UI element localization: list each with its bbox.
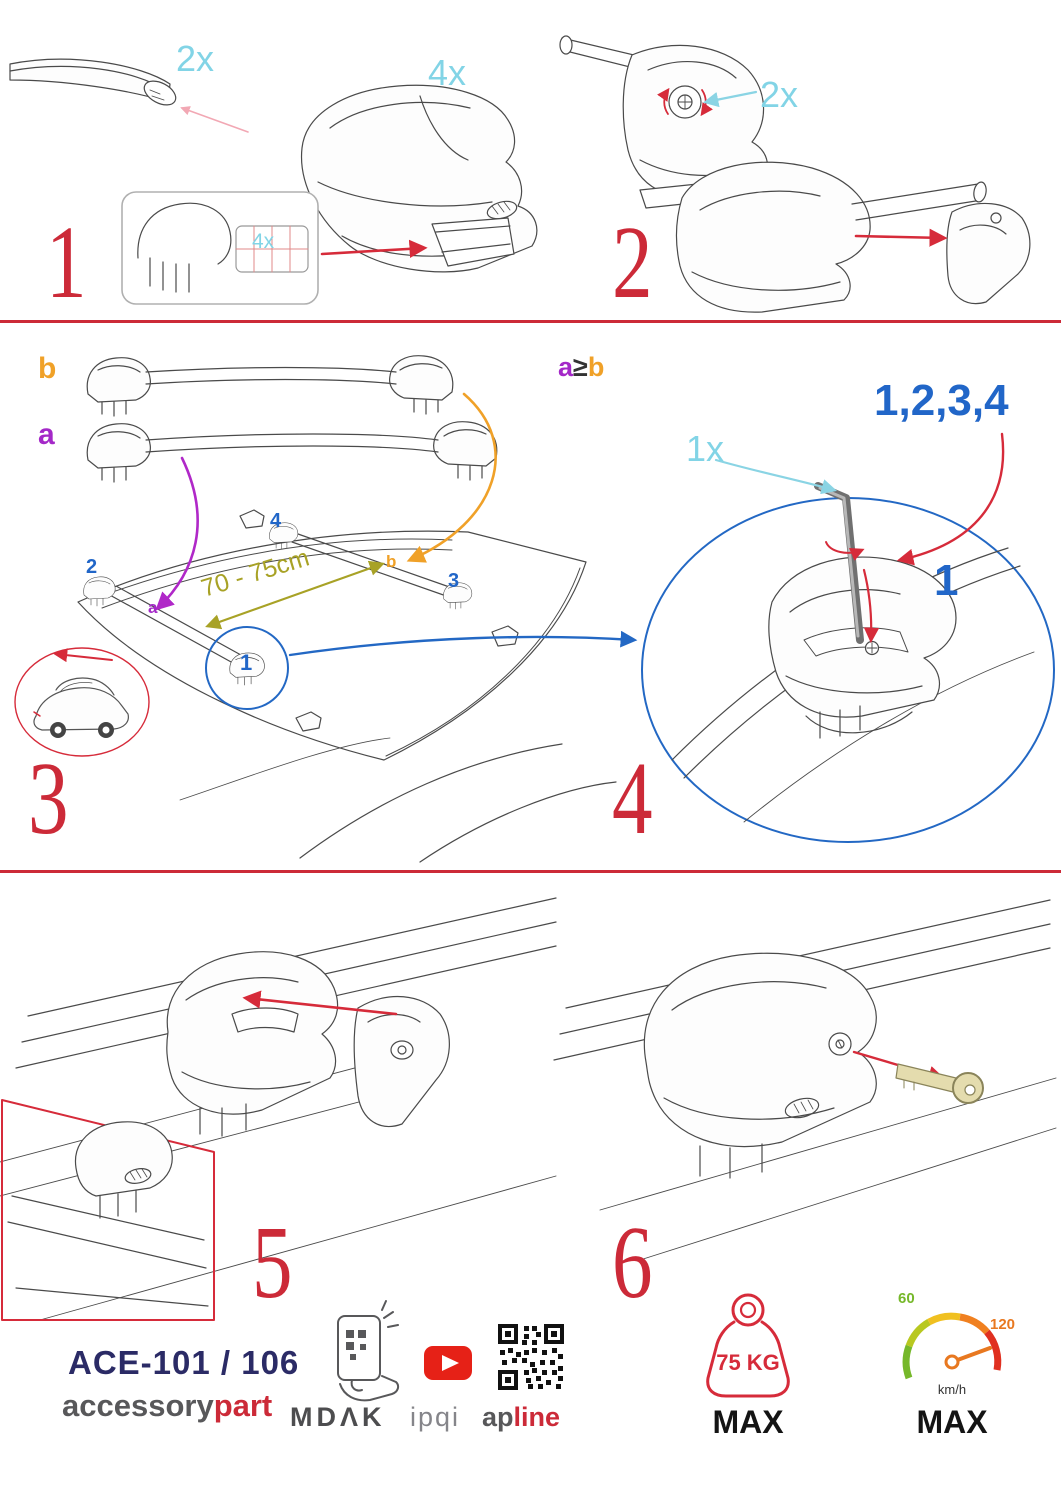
step3-roof-drawing bbox=[77, 392, 638, 863]
step1-pad-qty: 4x bbox=[252, 230, 275, 253]
youtube-icon bbox=[424, 1346, 472, 1380]
step4-number: 4 bbox=[612, 741, 653, 856]
step5-slide-cover-drawing bbox=[0, 897, 557, 1321]
step2-knob-qty: 2x bbox=[760, 74, 799, 115]
step1-foot-qty: 4x bbox=[428, 52, 467, 93]
bar-a-label: a bbox=[38, 418, 55, 451]
apline-gray: ap bbox=[482, 1402, 514, 1432]
max-weight-value: 75 KG bbox=[716, 1350, 780, 1375]
sequence-first: 1 bbox=[934, 556, 959, 605]
brand-gray: accessory bbox=[62, 1388, 214, 1423]
speedometer-icon bbox=[902, 1312, 1002, 1380]
position-1: 1 bbox=[240, 650, 253, 675]
key-icon bbox=[895, 1063, 984, 1104]
step6-lock-key-drawing bbox=[553, 899, 1057, 1261]
model-code: ACE-101 / 106 bbox=[68, 1344, 300, 1381]
step3-car-direction-inset bbox=[14, 647, 150, 757]
step1-crossbar-drawing bbox=[9, 58, 249, 133]
speed-high-label: 120 bbox=[990, 1316, 1016, 1333]
qr-code-icon bbox=[498, 1324, 564, 1390]
position-4: 4 bbox=[270, 510, 282, 532]
step5-number: 5 bbox=[252, 1205, 293, 1320]
mdak-label: MDΛK bbox=[290, 1402, 386, 1432]
mdak-scan-icon bbox=[337, 1300, 400, 1402]
max-weight-icon bbox=[706, 1293, 790, 1398]
max-weight-label: MAX bbox=[712, 1404, 784, 1440]
step3-bar-a-drawing bbox=[86, 421, 498, 483]
step6-number: 6 bbox=[612, 1205, 653, 1320]
max-speed-label: MAX bbox=[916, 1404, 988, 1440]
divider-top bbox=[0, 320, 1061, 323]
step3-number: 3 bbox=[28, 741, 69, 856]
apline-red: line bbox=[513, 1402, 561, 1432]
step1-number: 1 bbox=[46, 205, 87, 320]
step1-bar-qty: 2x bbox=[176, 38, 215, 79]
position-b: b bbox=[386, 552, 397, 571]
step2-cover-assembly-drawing bbox=[675, 161, 1031, 313]
rule-operator: ≥ bbox=[573, 352, 588, 382]
step2-number: 2 bbox=[612, 205, 653, 320]
apline-label: apline bbox=[482, 1402, 560, 1433]
step3-bar-b-drawing bbox=[86, 355, 454, 417]
ipqi-label: ipqi bbox=[410, 1402, 461, 1432]
tighten-sequence: 1,2,3,4 bbox=[874, 376, 1009, 425]
brand-logo: accessorypart bbox=[62, 1388, 272, 1424]
position-3: 3 bbox=[448, 570, 460, 592]
step4-zoom-detail bbox=[641, 432, 1055, 843]
bar-b-label: b bbox=[38, 352, 57, 385]
speed-unit-label: km/h bbox=[937, 1382, 967, 1397]
step4-key-qty: 1x bbox=[686, 428, 725, 469]
position-a: a bbox=[148, 598, 158, 617]
speed-low-label: 60 bbox=[898, 1290, 915, 1307]
length-rule: a≥b bbox=[558, 352, 604, 383]
step1-foot-drawing bbox=[300, 84, 538, 273]
step1-pad-inset bbox=[121, 191, 428, 305]
step5-result-inset bbox=[1, 1099, 215, 1321]
rule-a: a bbox=[558, 352, 574, 382]
brand-red: part bbox=[213, 1388, 273, 1423]
position-2: 2 bbox=[86, 556, 98, 578]
divider-middle bbox=[0, 870, 1061, 873]
rule-b: b bbox=[587, 352, 605, 382]
